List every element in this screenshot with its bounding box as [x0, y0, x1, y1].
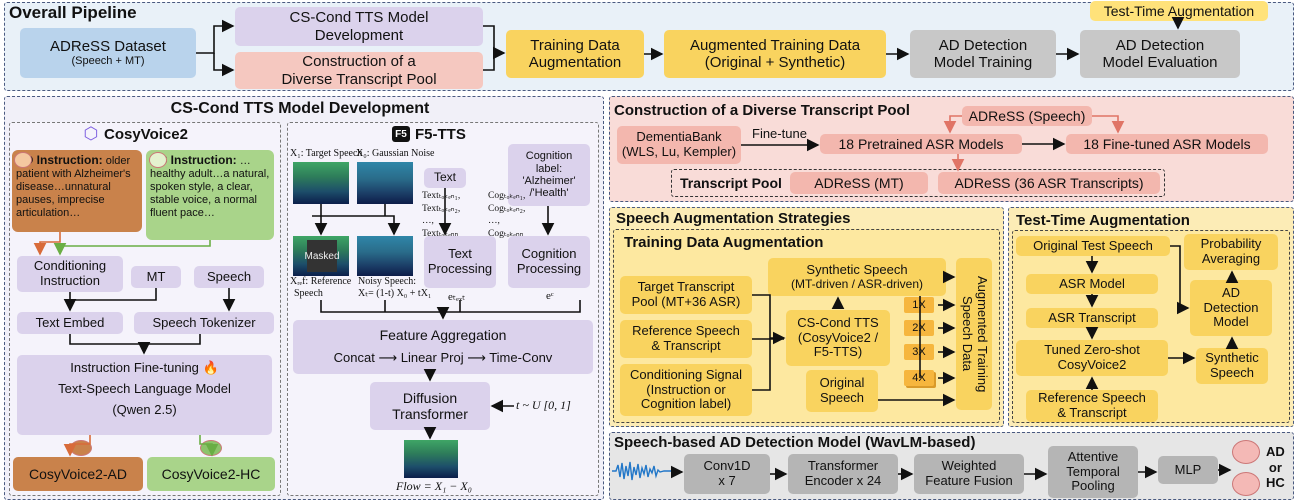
ad-instruction-box: AD Instruction: older patient with Alzhe…: [12, 150, 142, 232]
text-speech-lm-box: Instruction Fine-tuning 🔥 Text-Speech La…: [17, 355, 272, 435]
ad-out-brain-icon: [1232, 440, 1260, 464]
mt-box: MT: [131, 266, 181, 288]
synthetic-speech-box: Synthetic Speech(MT-driven / ASR-driven): [768, 258, 946, 296]
reference-speech-box: Reference Speech& Transcript: [620, 320, 752, 358]
overall-title: Overall Pipeline: [9, 3, 137, 22]
adress-mt-box: ADReSS (MT): [790, 172, 928, 194]
finetune-label: Fine-tune: [752, 126, 807, 141]
fire-icon: 🔥: [202, 360, 219, 375]
ift-label: Instruction Fine-tuning 🔥: [70, 360, 219, 375]
ad-brain-icon: [14, 152, 32, 168]
tta-ref-box: Reference Speech& Transcript: [1026, 390, 1158, 422]
hc-brain-icon: [149, 152, 167, 168]
finetuned-asr-box: 18 Fine-tuned ASR Models: [1066, 134, 1268, 154]
overall-atd-box: Augmented Training Data(Original + Synth…: [664, 30, 886, 78]
overall-tta-label: Test-Time Augmentation: [1090, 1, 1268, 21]
cosyvoice-ad-output: CosyVoice2-AD: [13, 457, 143, 491]
transcript-pool-label: Transcript Pool: [680, 175, 782, 191]
dementiabank-box: DementiaBank(WLS, Lu, Kempler): [617, 126, 741, 164]
noisy-label: Noisy Speech:Xₜ= (1-t) X₀ + tX₁: [358, 276, 432, 299]
noisy-spectrogram: [357, 236, 413, 276]
f5-text-box: Text: [424, 168, 466, 188]
cosyvoice-title: CosyVoice2: [104, 126, 188, 143]
wavlm-title: Speech-based AD Detection Model (WavLM-b…: [614, 434, 976, 451]
tda-title: Training Data Augmentation: [624, 234, 824, 251]
masked-region: Masked: [305, 240, 340, 272]
cs-cond-tts-box: CS-Cond TTS(CosyVoice2 /F5-TTS): [786, 310, 890, 366]
waveform-icon: [612, 461, 672, 481]
sas-title: Speech Augmentation Strategies: [616, 210, 851, 227]
overall-adress-box: ADReSS Dataset(Speech + MT): [20, 28, 196, 78]
text-tokens: Textₜₒₖₑₙ₁,Textₜₒₖₑₙ₂,…,Textₜₒₖₑₙₙ: [422, 191, 461, 239]
e-c-label: eᶜ: [546, 290, 554, 302]
speech-box: Speech: [194, 266, 264, 288]
tta-title: Test-Time Augmentation: [1016, 212, 1190, 229]
orig-test-box: Original Test Speech: [1016, 236, 1170, 256]
x1-label: X₁: Target Speech: [290, 148, 363, 159]
mult-3x: 3X: [904, 344, 934, 360]
target-speech-spectrogram: [293, 162, 349, 204]
adress-speech-box: ADReSS (Speech): [962, 106, 1092, 126]
mult-4x: 4X: [904, 370, 934, 386]
hc-out-brain-icon: [1232, 472, 1260, 496]
mlp-box: MLP: [1158, 456, 1218, 484]
cosyvoice-logo-icon: ⬡: [83, 124, 99, 143]
cscond-title: CS-Cond TTS Model Development: [170, 100, 430, 117]
asr-transcript-box: ASR Transcript: [1026, 308, 1158, 328]
flow-label: Flow = X₁ − X₀: [396, 479, 472, 493]
cosyvoice-hc-output: CosyVoice2-HC: [147, 457, 275, 491]
transcript-pool-outline: [671, 169, 1165, 197]
f5tts-title: F5-TTS: [415, 126, 466, 143]
pool-title: Construction of a Diverse Transcript Poo…: [614, 102, 910, 119]
feature-aggregation-box: Feature Aggregation Concat ⟶ Linear Proj…: [293, 320, 593, 374]
x0-label: X₀: Gaussian Noise: [356, 148, 435, 159]
noise-spectrogram: [357, 162, 413, 204]
t-distribution-label: t ~ U [0, 1]: [516, 398, 571, 412]
adress-asr-box: ADReSS (36 ASR Transcripts): [938, 172, 1160, 194]
hc-output-brain-icon: [200, 440, 222, 456]
text-embed-box: Text Embed: [17, 312, 123, 334]
asr-model-box: ASR Model: [1026, 274, 1158, 294]
hc-instruction-box: HC Instruction: …healthy adult…a natural…: [146, 150, 274, 240]
ad-output-brain-icon: [70, 440, 92, 456]
e-text-label: eₜₑₓₜ: [448, 291, 466, 303]
flow-spectrogram: [404, 440, 458, 478]
mult-2x: 2X: [904, 320, 934, 336]
cog-tokens: Cogₜₒₖₑₙ₁,Cogₜₒₖₑₙ₂,…,Cogₜₒₖₑₙₙ: [488, 191, 526, 239]
mult-1x: 1X: [904, 297, 934, 313]
f5-logo-icon: F5: [392, 126, 410, 142]
speech-tokenizer-box: Speech Tokenizer: [134, 312, 274, 334]
pretrained-asr-box: 18 Pretrained ASR Models: [820, 134, 1022, 154]
